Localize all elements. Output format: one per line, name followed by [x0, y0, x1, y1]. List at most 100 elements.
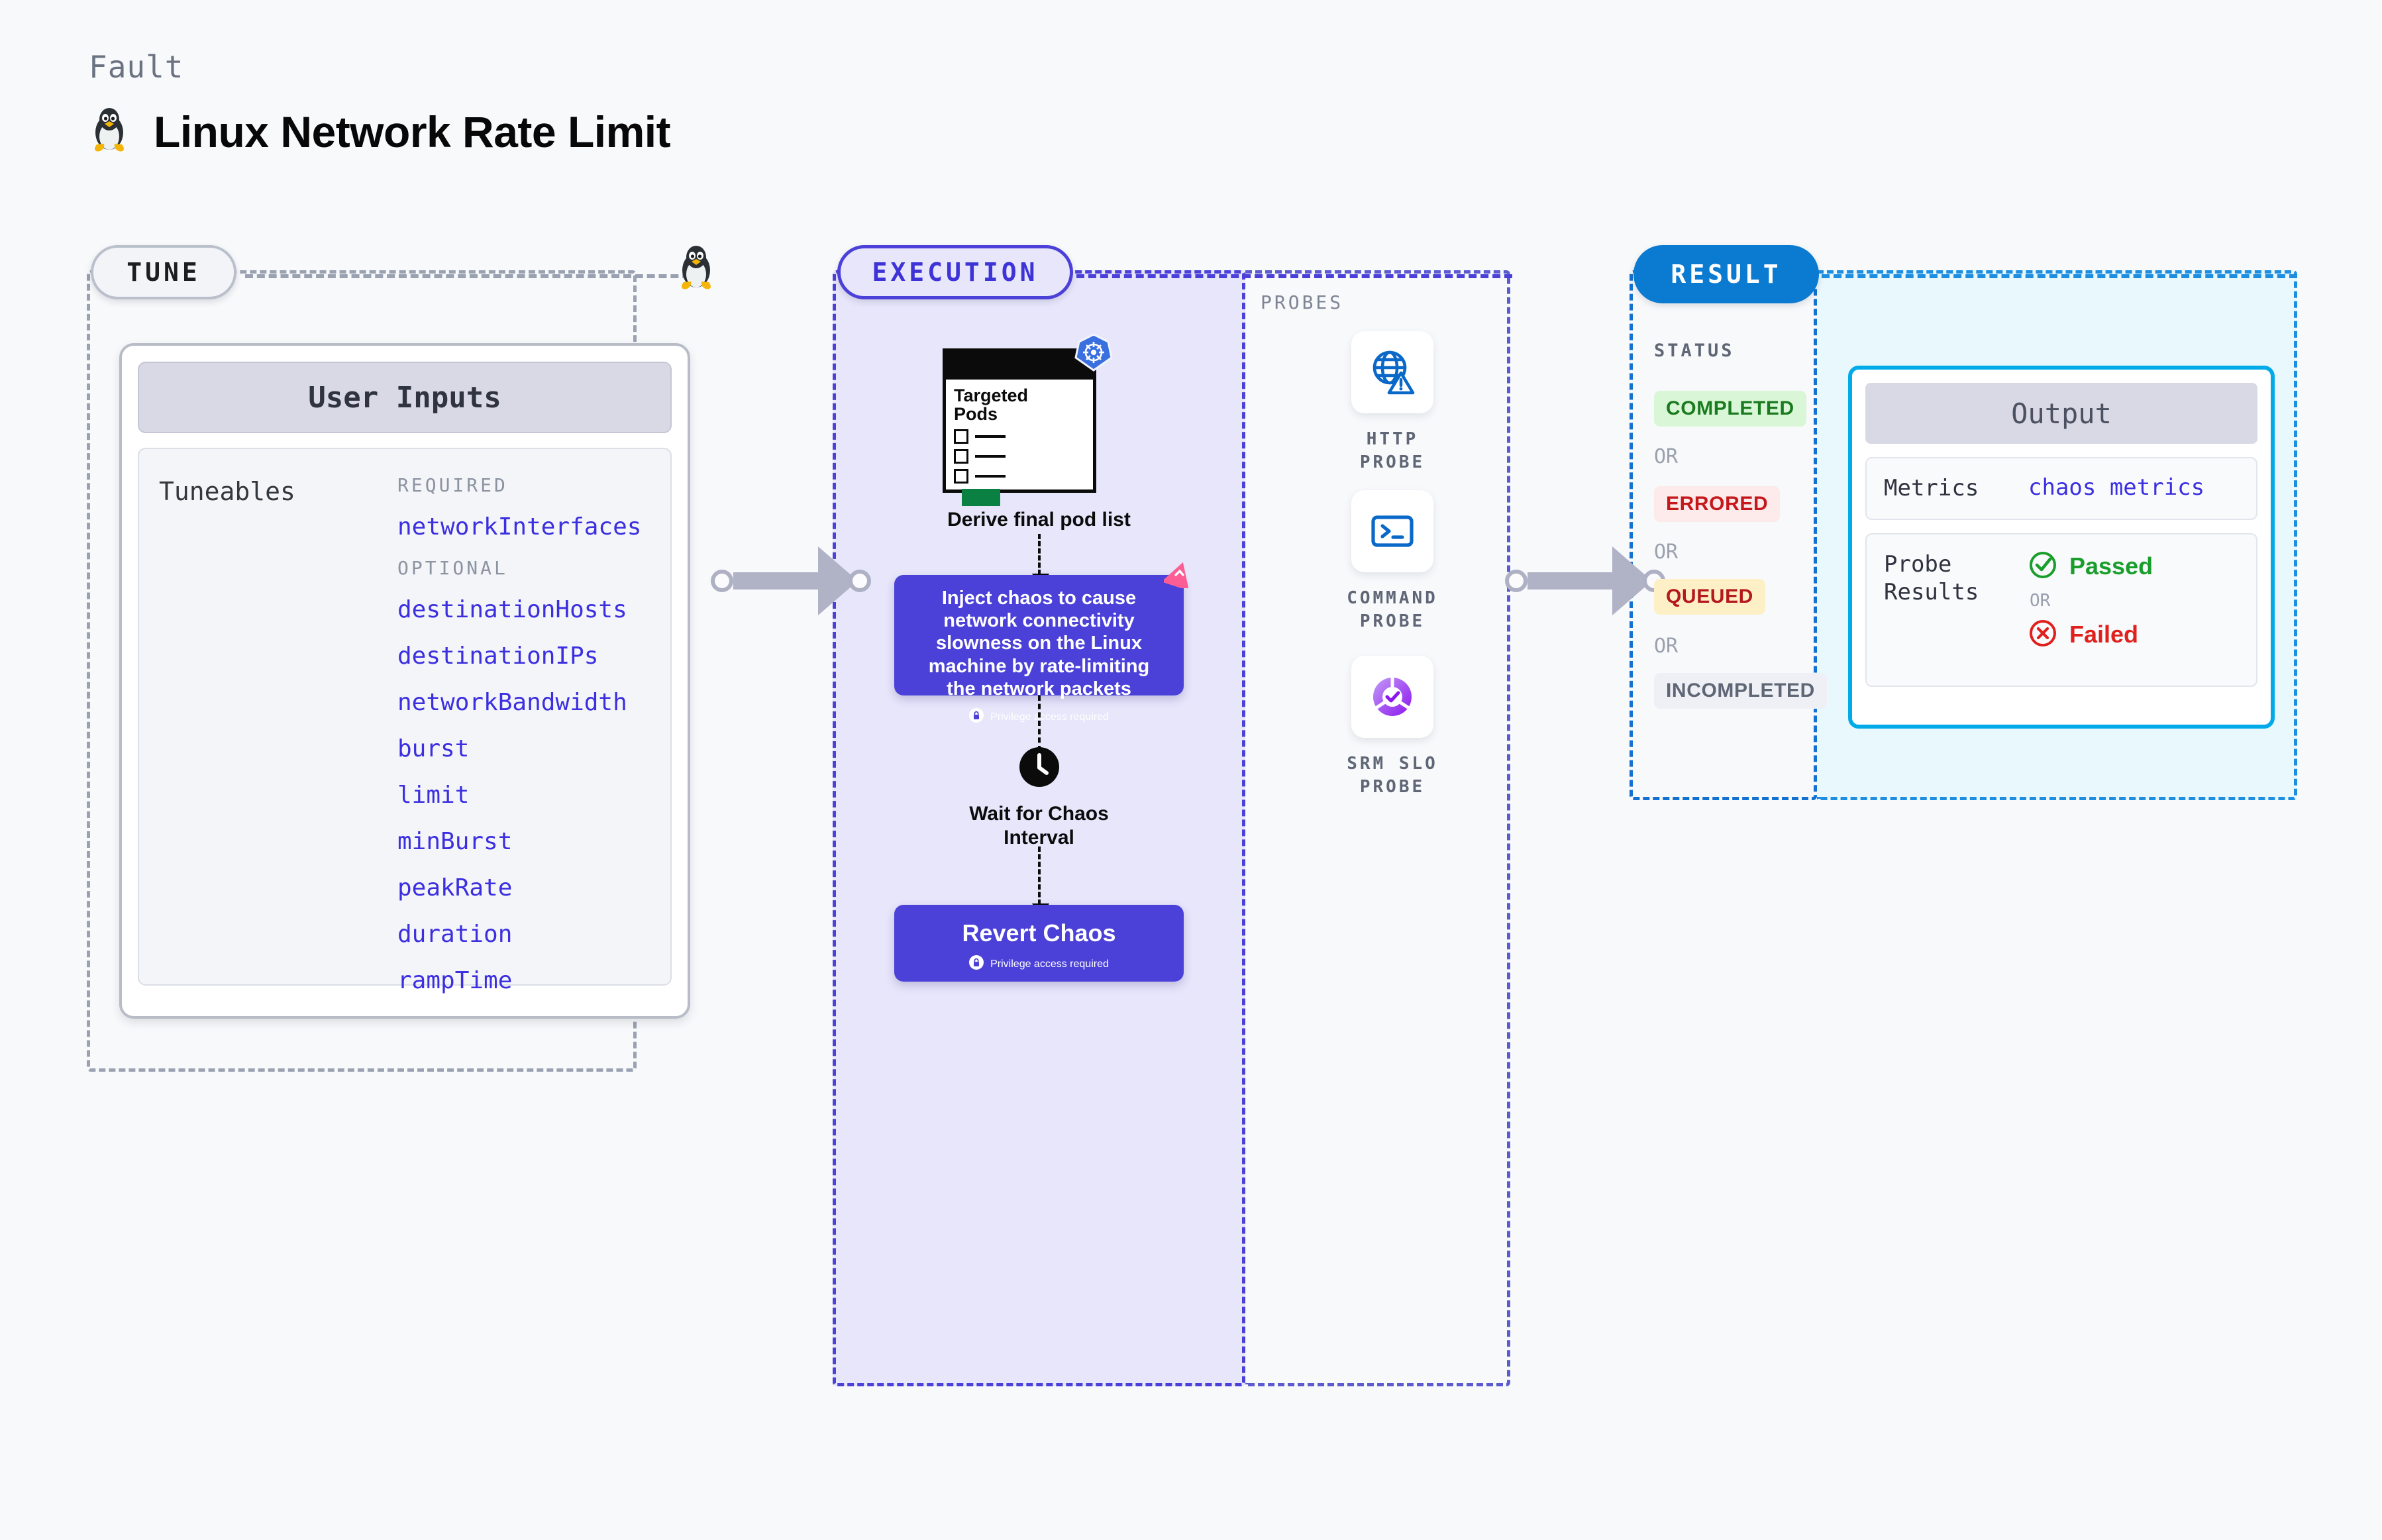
execution-flow: Targeted Pods — [833, 270, 1245, 1386]
clock-icon — [1018, 747, 1061, 791]
targeted-pods-card: Targeted Pods — [943, 333, 1113, 506]
linux-tux-edge-icon — [676, 244, 717, 295]
fault-kicker: Fault — [89, 49, 184, 85]
x-circle-icon — [2028, 619, 2057, 651]
tuneable-networkInterfaces[interactable]: networkInterfaces — [397, 513, 642, 540]
targeted-pods-progress — [962, 488, 1000, 506]
flow-arrow-3 — [1032, 847, 1049, 918]
revert-chaos-box[interactable]: Revert Chaos Privilege access required — [894, 905, 1184, 982]
probe-results-key-line2: Results — [1884, 579, 1979, 605]
fault-header: Linux Network Rate Limit — [89, 106, 671, 157]
connector-execution-to-result — [1505, 546, 1665, 615]
targeted-pod-row — [954, 448, 1093, 464]
probe-results-key-line1: Probe — [1884, 550, 1952, 578]
user-inputs-title: User Inputs — [308, 380, 501, 415]
stage-pill-result[interactable]: RESULT — [1633, 245, 1819, 303]
tune-leader-line — [245, 274, 702, 278]
status-or-3: OR — [1654, 635, 1679, 658]
output-probe-results-key: Probe Results — [1884, 550, 2028, 607]
tuneable-group-optional-label: OPTIONAL — [397, 557, 508, 579]
probe-result-failed-label: Failed — [2069, 621, 2139, 648]
terminal-icon — [1351, 490, 1433, 572]
probe-http-label: HTTP PROBE — [1359, 429, 1425, 473]
stage-pill-tune-label: TUNE — [127, 258, 201, 287]
connector-bar — [1528, 572, 1614, 590]
user-inputs-card: User Inputs Tuneables REQUIRED networkIn… — [119, 343, 690, 1019]
stage-pill-result-label: RESULT — [1671, 260, 1782, 289]
probe-http[interactable]: HTTP PROBE — [1329, 331, 1455, 474]
kubernetes-icon — [1074, 333, 1113, 376]
flow-arrow-1 — [1032, 534, 1049, 588]
stage-pill-execution-label: EXECUTION — [872, 258, 1039, 287]
output-metrics-value[interactable]: chaos metrics — [2028, 474, 2205, 501]
wait-chaos-caption-line1: Wait for Chaos — [969, 803, 1109, 825]
tuneable-peakRate[interactable]: peakRate — [397, 874, 513, 901]
revert-privilege-label: Privilege access required — [990, 958, 1109, 970]
tuneable-rampTime[interactable]: rampTime — [397, 967, 513, 994]
connector-tune-to-execution — [711, 546, 871, 615]
targeted-pod-row — [954, 468, 1093, 484]
srm-slo-icon — [1351, 656, 1433, 738]
tuneables-body: Tuneables REQUIRED networkInterfaces OPT… — [138, 448, 672, 994]
wait-chaos-interval: Wait for Chaos Interval — [833, 746, 1245, 850]
tuneable-limit[interactable]: limit — [397, 782, 470, 809]
stage-pill-execution[interactable]: EXECUTION — [837, 245, 1073, 299]
litmuschaos-icon — [1161, 560, 1194, 591]
probe-result-passed-label: Passed — [2069, 552, 2153, 580]
tuneables-label: Tuneables — [159, 477, 295, 506]
wait-chaos-caption: Wait for Chaos Interval — [833, 802, 1245, 850]
inject-chaos-box[interactable]: Inject chaos to cause network connectivi… — [894, 562, 1190, 723]
derive-pod-list-caption: Derive final pod list — [947, 509, 1131, 531]
status-badge-incompleted: INCOMPLETED — [1654, 673, 1827, 709]
tuneables-list: REQUIRED networkInterfaces OPTIONAL dest… — [397, 474, 650, 994]
probe-result-passed: Passed — [2028, 550, 2153, 583]
stage-pill-tune[interactable]: TUNE — [91, 245, 236, 299]
linux-tux-icon — [89, 106, 130, 157]
output-header: Output — [1865, 383, 2257, 444]
check-circle-icon — [2028, 550, 2057, 583]
tuneable-destinationIPs[interactable]: destinationIPs — [397, 642, 599, 670]
tuneable-destinationHosts[interactable]: destinationHosts — [397, 596, 627, 623]
connector-dot-right — [849, 570, 871, 592]
user-inputs-header: User Inputs — [138, 362, 672, 433]
targeted-pods-title: Targeted Pods — [946, 380, 1093, 424]
output-card: Output Metrics chaos metrics Probe Resul… — [1848, 366, 2275, 729]
targeted-pod-row — [954, 429, 1093, 444]
status-label: STATUS — [1654, 340, 1735, 361]
output-probe-results-row: Probe Results Passed OR — [1865, 533, 2257, 687]
probe-results-values: Passed OR Failed — [2028, 550, 2153, 651]
page-title: Linux Network Rate Limit — [154, 107, 671, 156]
lock-icon — [969, 708, 984, 726]
probe-command-label: COMMAND PROBE — [1347, 588, 1438, 632]
status-badge-errored: ERRORED — [1654, 486, 1781, 522]
targeted-pods-title-line2: Pods — [954, 404, 998, 425]
probes-panel — [1245, 270, 1510, 1386]
probe-srm-slo[interactable]: SRM SLO PROBE — [1329, 656, 1455, 799]
probe-srm-slo-label: SRM SLO PROBE — [1347, 754, 1438, 797]
inject-privilege-label: Privilege access required — [990, 711, 1109, 723]
tuneable-burst[interactable]: burst — [397, 735, 470, 762]
execution-leader-line — [1076, 274, 1512, 278]
tuneable-minBurst[interactable]: minBurst — [397, 828, 513, 855]
wait-chaos-caption-line2: Interval — [1004, 827, 1074, 848]
targeted-pods-rows — [946, 424, 1093, 506]
targeted-pods-title-line1: Targeted — [954, 385, 1029, 405]
status-badge-queued: QUEUED — [1654, 579, 1765, 615]
output-title: Output — [2011, 397, 2112, 430]
probe-result-or: OR — [2030, 590, 2051, 611]
probe-result-failed: Failed — [2028, 619, 2153, 651]
connector-dot-left — [711, 570, 733, 592]
probe-command[interactable]: COMMAND PROBE — [1329, 490, 1455, 633]
flow-arrow-2 — [1032, 695, 1049, 764]
inject-privilege-note: Privilege access required — [919, 708, 1159, 726]
targeted-pods-topbar — [946, 352, 1093, 380]
lock-icon — [969, 955, 984, 973]
status-badge-completed: COMPLETED — [1654, 391, 1806, 427]
tuneable-networkBandwidth[interactable]: networkBandwidth — [397, 689, 627, 716]
tuneable-duration[interactable]: duration — [397, 921, 513, 948]
inject-chaos-text: Inject chaos to cause network connectivi… — [928, 588, 1150, 699]
revert-chaos-title: Revert Chaos — [962, 919, 1116, 947]
revert-privilege-note: Privilege access required — [894, 955, 1184, 973]
result-status-panel — [1630, 270, 1817, 800]
